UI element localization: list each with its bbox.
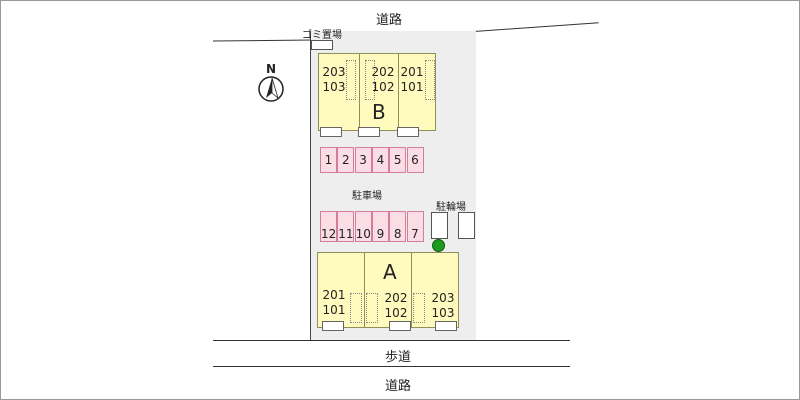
unit-upper-number: 202 <box>384 291 408 305</box>
bicycle-label: 駐輪場 <box>436 202 466 213</box>
unit-lower-number: 101 <box>322 303 346 317</box>
entrance-marker <box>358 127 380 137</box>
unit-upper-number: 202 <box>371 65 395 79</box>
sidewalk-edge-top <box>213 340 570 341</box>
unit-upper-number: 201 <box>322 288 346 302</box>
unit-a-1: 201 101 <box>319 288 349 318</box>
north-compass: N <box>257 62 287 104</box>
bicycle-rack <box>431 212 448 239</box>
entrance-marker <box>322 321 344 331</box>
stair-outline <box>365 60 375 100</box>
parking-space: 3 <box>354 147 372 173</box>
stair-outline <box>346 60 356 100</box>
unit-divider <box>364 252 365 328</box>
compass-n-label: N <box>266 62 277 76</box>
tree-icon <box>432 239 445 252</box>
bottom-road-label: 道路 <box>385 379 412 394</box>
unit-lower-number: 103 <box>431 306 455 320</box>
unit-lower-number: 102 <box>384 306 408 320</box>
parking-space: 5 <box>389 147 407 173</box>
unit-b-2: 202 102 <box>368 65 398 95</box>
parking-label: 駐車場 <box>352 191 382 202</box>
sidewalk-label: 歩道 <box>385 350 412 365</box>
bicycle-rack <box>458 212 475 239</box>
stair-outline <box>366 293 378 323</box>
top-road-label: 道路 <box>376 13 403 28</box>
parking-space: 8 <box>389 211 407 242</box>
entrance-marker <box>435 321 457 331</box>
unit-divider <box>411 252 412 328</box>
building-a <box>317 252 459 328</box>
unit-upper-number: 201 <box>400 65 424 79</box>
unit-lower-number: 103 <box>322 80 346 94</box>
entrance-marker <box>397 127 419 137</box>
unit-upper-number: 203 <box>431 291 455 305</box>
garbage-box <box>311 40 333 50</box>
parking-space: 12 <box>320 211 337 242</box>
parking-space: 10 <box>354 211 372 242</box>
parking-space: 4 <box>371 147 389 173</box>
sidewalk-edge-bottom <box>213 366 570 367</box>
parking-space: 7 <box>406 211 424 242</box>
parking-space: 2 <box>337 147 355 173</box>
entrance-marker <box>320 127 342 137</box>
north-arrow-icon <box>258 76 284 102</box>
garbage-label: ゴミ置場 <box>302 30 342 41</box>
building-b <box>318 53 436 131</box>
building-b-label: B <box>372 100 386 124</box>
unit-b-1: 203 103 <box>319 65 349 95</box>
unit-divider <box>398 53 399 131</box>
entrance-marker <box>389 321 411 331</box>
parking-space: 11 <box>337 211 355 242</box>
stair-outline <box>350 293 362 323</box>
unit-divider <box>359 53 360 131</box>
unit-a-3: 203 103 <box>428 291 458 321</box>
unit-b-3: 201 101 <box>397 65 427 95</box>
parking-space: 1 <box>320 147 337 173</box>
unit-a-2: 202 102 <box>381 291 411 321</box>
unit-upper-number: 203 <box>322 65 346 79</box>
stair-outline <box>425 60 435 100</box>
unit-lower-number: 102 <box>371 80 395 94</box>
stair-outline <box>413 293 425 323</box>
parking-space: 6 <box>406 147 424 173</box>
parking-space: 9 <box>371 211 389 242</box>
unit-lower-number: 101 <box>400 80 424 94</box>
building-a-label: A <box>383 260 397 284</box>
